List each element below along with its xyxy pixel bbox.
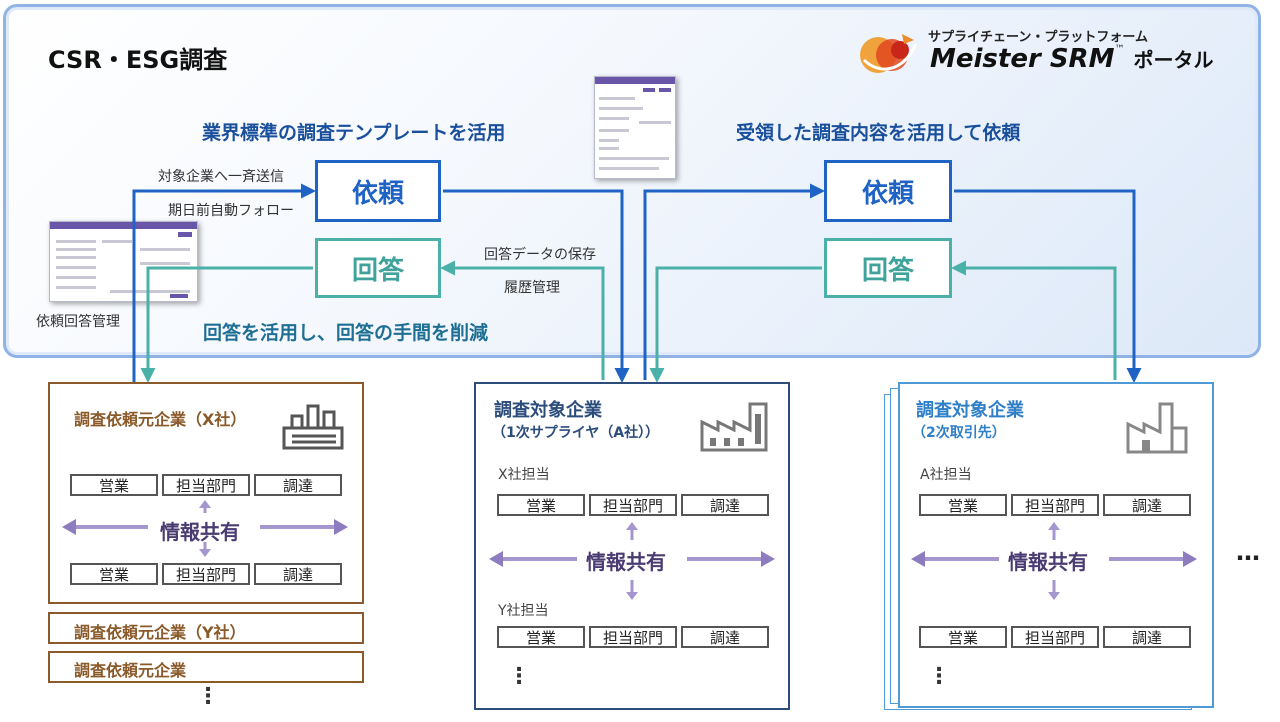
dept-responsible: 担当部門	[1011, 626, 1099, 648]
dept-sales: 営業	[919, 626, 1007, 648]
panel-secondary	[898, 382, 1214, 708]
thumb-header-bar	[595, 77, 675, 84]
secondary-title: 調査対象企業	[916, 400, 1024, 421]
request-box-right[interactable]: 依頼	[824, 160, 952, 222]
thumb-caption: 依頼回答管理	[36, 314, 120, 330]
arrow-answer-to-a	[649, 266, 822, 383]
logo-tagline: サプライチェーン・プラットフォーム	[928, 30, 1148, 45]
dept-responsible: 担当部門	[162, 563, 250, 585]
dept-responsible: 担当部門	[1011, 494, 1099, 516]
label-history: 履歴管理	[504, 280, 560, 296]
portal-area	[3, 4, 1261, 358]
heading-template: 業界標準の調査テンプレートを活用	[202, 122, 506, 144]
heading-reduce: 回答を活用し、回答の手間を削減	[203, 322, 489, 344]
dept-procurement: 調達	[254, 563, 342, 585]
target-a-title: 調査対象企業	[494, 400, 602, 421]
info-share-label: 情報共有	[160, 520, 240, 544]
request-box-left[interactable]: 依頼	[315, 160, 441, 222]
factory-icon-secondary	[1126, 402, 1188, 454]
info-share-label: 情報共有	[1008, 550, 1088, 574]
target-a-group-x: X社担当	[498, 467, 550, 483]
thumbnail-request-management[interactable]	[49, 221, 198, 302]
meister-logo-icon	[860, 34, 918, 73]
logo-brand-name: Meister SRM	[930, 44, 1115, 74]
heading-reuse: 受領した調査内容を活用して依頼	[736, 122, 1021, 144]
info-share-label: 情報共有	[586, 550, 666, 574]
share-arrows-a	[489, 522, 775, 600]
target-a-group-y: Y社担当	[498, 603, 549, 619]
arrow-answer-to-x	[140, 266, 313, 383]
dept-responsible: 担当部門	[589, 626, 677, 648]
dept-sales: 営業	[919, 494, 1007, 516]
thumb-button	[178, 232, 192, 237]
target-a-subtitle: （1次サプライヤ（A社））	[492, 425, 660, 441]
factory-icon-x	[282, 404, 344, 450]
secondary-more-dots: ⋮	[928, 664, 950, 689]
meister-logo: サプライチェーン・プラットフォーム Meister SRM™ ポータル	[858, 26, 1220, 82]
panel-requester-more	[48, 651, 364, 683]
dept-sales: 営業	[497, 494, 585, 516]
logo-brand: Meister SRM™ ポータル	[930, 44, 1214, 74]
arrow-request-to-secondary	[954, 189, 1142, 383]
arrow-answer-from-secondary	[951, 260, 1117, 380]
answer-box-right[interactable]: 回答	[824, 238, 952, 298]
label-auto-follow: 期日前自動フォロー	[168, 203, 294, 219]
panel-target-a	[474, 382, 790, 710]
arrow-request-to-a	[443, 189, 630, 383]
factory-icon-a	[700, 402, 768, 452]
panel-requester-y	[48, 612, 364, 644]
thumb-header-bar	[50, 222, 197, 229]
share-arrows-secondary	[911, 522, 1197, 600]
dept-procurement: 調達	[681, 626, 769, 648]
dept-procurement: 調達	[1103, 626, 1191, 648]
label-bulk-send: 対象企業へ一斉送信	[158, 169, 284, 185]
more-suppliers-ellipsis: …	[1236, 538, 1260, 566]
arrow-request-right-in	[643, 183, 825, 380]
dept-procurement: 調達	[1103, 494, 1191, 516]
arrow-answer-from-a	[440, 260, 605, 380]
secondary-subtitle: （2次取引先）	[912, 425, 1006, 441]
dept-procurement: 調達	[681, 494, 769, 516]
logo-suffix: ポータル	[1133, 48, 1214, 72]
share-arrows-x	[62, 500, 348, 557]
requester-more-title: 調査依頼元企業	[74, 661, 187, 680]
logo-tm: ™	[1114, 44, 1125, 55]
thumbnail-survey-form[interactable]	[594, 76, 676, 179]
target-a-more-dots: ⋮	[508, 664, 530, 689]
dept-procurement: 調達	[254, 474, 342, 496]
page-title: CSR・ESG調査	[48, 46, 228, 74]
label-save-answers: 回答データの保存	[484, 247, 596, 263]
requester-y-title: 調査依頼元企業（Y社）	[74, 623, 246, 642]
requester-x-title: 調査依頼元企業（X社）	[74, 410, 247, 429]
dept-sales: 営業	[70, 474, 158, 496]
dept-sales: 営業	[497, 626, 585, 648]
dept-responsible: 担当部門	[589, 494, 677, 516]
dept-responsible: 担当部門	[162, 474, 250, 496]
answer-box-left[interactable]: 回答	[315, 238, 441, 298]
requester-more-dots: ⋮	[197, 684, 219, 709]
secondary-group-a: A社担当	[920, 467, 972, 483]
arrow-request-left-in	[132, 183, 316, 382]
dept-sales: 営業	[70, 563, 158, 585]
